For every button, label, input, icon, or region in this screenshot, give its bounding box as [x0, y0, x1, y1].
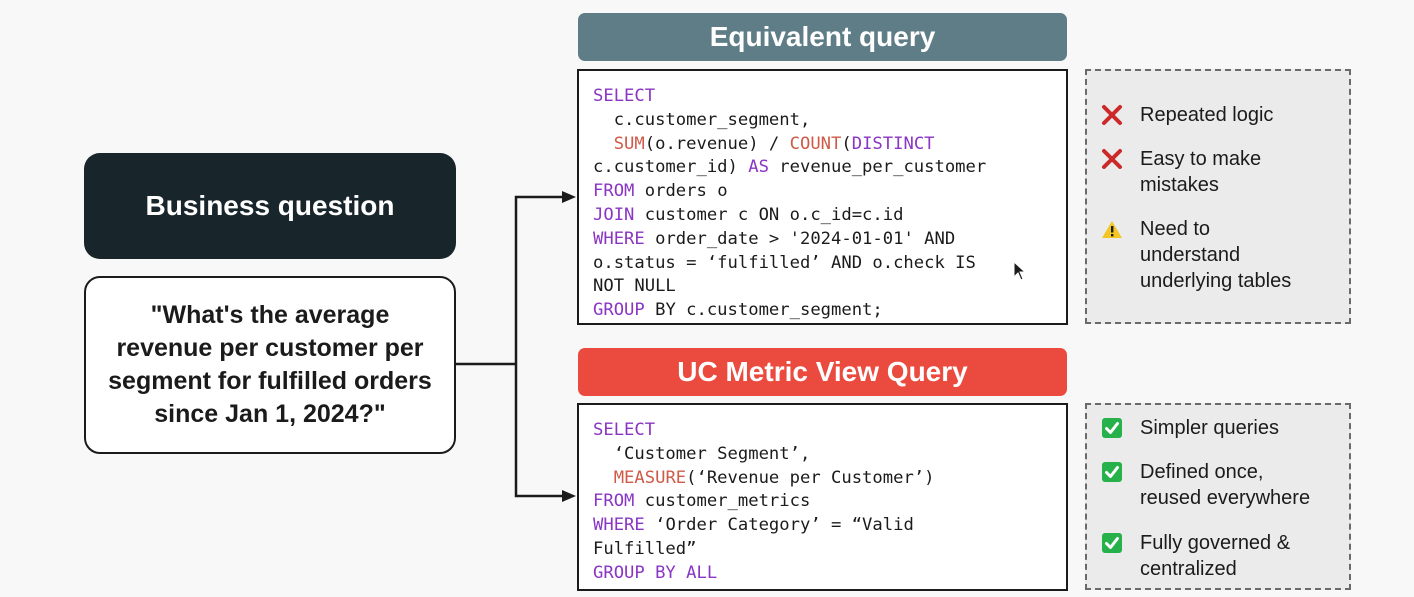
code-text: (o.revenue) /	[644, 133, 790, 154]
sql-keyword: WHERE	[593, 515, 645, 536]
code-line: WHERE order_date > '2024-01-01' AND	[593, 228, 1066, 252]
code-line: c.customer_segment,	[593, 109, 1066, 133]
metric-view-query-code: SELECT ‘Customer Segment’, MEASURE(‘Reve…	[577, 403, 1068, 591]
equivalent-query-code: SELECT c.customer_segment, SUM(o.revenue…	[577, 69, 1068, 325]
note-text: Fully governed & centralized	[1140, 532, 1291, 580]
code-line: JOIN customer c ON o.c_id=c.id	[593, 204, 1066, 228]
note-text: Need to understand underlying tables	[1140, 218, 1292, 292]
sql-function: MEASURE	[613, 467, 687, 488]
code-text	[593, 468, 614, 488]
code-text: ‘Customer Segment’,	[593, 443, 811, 464]
code-line: SELECT	[593, 419, 1066, 443]
code-line: SELECT	[593, 85, 1066, 109]
sql-keyword: GROUP	[593, 300, 645, 321]
code-line: FROM orders o	[593, 180, 1066, 204]
check-box-icon	[1101, 417, 1123, 439]
code-line: ‘Customer Segment’,	[593, 443, 1066, 467]
code-text: Fulfilled”	[593, 538, 697, 559]
business-question-header: Business question	[84, 153, 456, 259]
code-text: customer_metrics	[634, 491, 811, 512]
sql-keyword: AS	[748, 157, 769, 178]
code-line: SUM(o.revenue) / COUNT(DISTINCT	[593, 133, 1066, 157]
sql-keyword: SELECT	[593, 420, 656, 440]
note-text: Repeated logic	[1140, 104, 1274, 126]
note-text: Simpler queries	[1140, 417, 1279, 439]
code-text	[593, 134, 614, 154]
code-text: (	[841, 133, 852, 154]
metric-view-query-title: UC Metric View Query	[578, 348, 1067, 396]
code-line: WHERE ‘Order Category’ = “Valid	[593, 514, 1066, 538]
sql-keyword: FROM	[593, 181, 635, 202]
code-line: MEASURE(‘Revenue per Customer’)	[593, 467, 1066, 491]
sql-function: SUM	[613, 133, 645, 154]
code-line: c.customer_id) AS revenue_per_customer	[593, 156, 1066, 180]
code-text: orders o	[634, 181, 728, 202]
check-box-icon	[1101, 532, 1123, 554]
equivalent-query-title: Equivalent query	[578, 13, 1067, 61]
code-line: GROUP BY ALL	[593, 562, 1066, 586]
arrow-head-bottom	[562, 490, 576, 502]
sql-keyword: FROM	[593, 491, 635, 512]
code-text: revenue_per_customer	[768, 157, 987, 178]
code-text: BY c.customer_segment;	[644, 300, 883, 321]
business-question-text: "What's the average revenue per customer…	[84, 276, 456, 454]
code-text: order_date > '2024-01-01' AND	[644, 228, 956, 249]
code-text: c.customer_id)	[593, 157, 749, 178]
cross-icon	[1101, 104, 1123, 126]
connector-stem	[456, 195, 566, 498]
sql-keyword: GROUP BY ALL	[593, 562, 718, 583]
mouse-cursor-icon	[1013, 261, 1027, 281]
sql-keyword: WHERE	[593, 228, 645, 249]
code-text: o.status = ‘fulfilled’ AND o.check IS	[593, 252, 976, 273]
sql-keyword: SELECT	[593, 86, 656, 106]
arrow-head-top	[562, 191, 576, 203]
code-text: NOT NULL	[593, 276, 676, 297]
note-text: Easy to make mistakes	[1140, 148, 1262, 196]
code-text: customer c ON o.c_id=c.id	[634, 204, 904, 225]
sql-function: COUNT	[789, 133, 842, 154]
code-line: o.status = ‘fulfilled’ AND o.check IS	[593, 252, 1066, 276]
warning-icon	[1101, 218, 1123, 240]
sql-keyword: DISTINCT	[851, 133, 935, 154]
code-text: ‘Order Category’ = “Valid	[644, 515, 914, 536]
code-line: Fulfilled”	[593, 538, 1066, 562]
check-box-icon	[1101, 461, 1123, 483]
code-text: (‘Revenue per Customer’)	[686, 467, 935, 488]
note-text: Defined once, reused everywhere	[1140, 461, 1311, 509]
cross-icon	[1101, 148, 1123, 170]
code-line: FROM customer_metrics	[593, 490, 1066, 514]
code-text: c.customer_segment,	[593, 109, 811, 130]
code-line: NOT NULL	[593, 275, 1066, 299]
sql-keyword: JOIN	[593, 204, 635, 225]
code-line: GROUP BY c.customer_segment;	[593, 299, 1066, 323]
